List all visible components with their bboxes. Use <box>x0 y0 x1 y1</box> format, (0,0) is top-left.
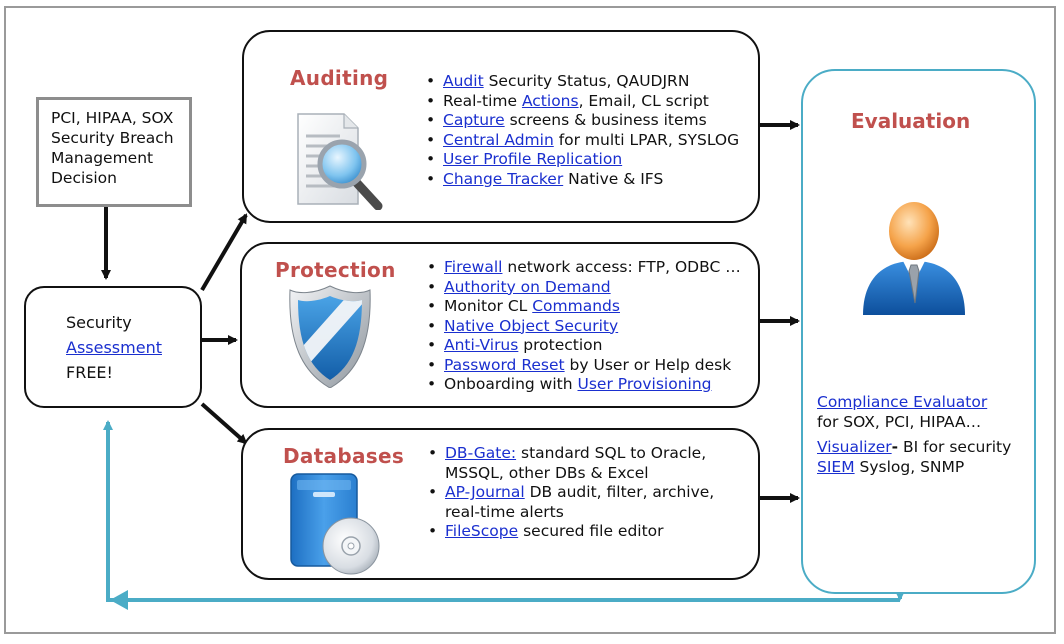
db-gate-link[interactable]: DB-Gate: <box>445 444 517 462</box>
list-item: FileScope secured file editor <box>426 522 714 542</box>
list-item: AP-Journal DB audit, filter, archive,rea… <box>426 483 714 522</box>
siem-text: Syslog, SNMP <box>854 457 965 476</box>
commands-link[interactable]: Commands <box>532 297 620 315</box>
shield-icon <box>289 285 371 388</box>
protection-list: Firewall network access: FTP, ODBC … Aut… <box>425 258 741 395</box>
item-text: Native & IFS <box>563 169 664 188</box>
authority-on-demand-link[interactable]: Authority on Demand <box>444 277 611 296</box>
visualizer-link[interactable]: Visualizer <box>817 438 892 456</box>
evaluation-panel: Evaluation Compliance Evaluator for SOX,… <box>801 69 1036 594</box>
compliance-text: for SOX, PCI, HIPAA… <box>817 412 982 431</box>
list-item: Change Tracker Native & IFS <box>424 170 739 190</box>
native-object-security-link[interactable]: Native Object Security <box>444 316 619 335</box>
evaluation-title: Evaluation <box>851 109 971 133</box>
list-item: DB-Gate: standard SQL to Oracle,MSSQL, o… <box>426 444 714 483</box>
auditing-panel: Auditing Audit Security Status, QAUDJRN … <box>242 30 760 223</box>
driver-line: PCI, HIPAA, SOX <box>51 109 174 127</box>
ap-journal-link[interactable]: AP-Journal <box>445 483 525 501</box>
item-text: MSSQL, other DBs & Excel <box>445 463 649 482</box>
evaluation-text: Compliance Evaluator for SOX, PCI, HIPAA… <box>817 393 1012 476</box>
assessment-label: Security <box>66 313 132 332</box>
databases-panel: Databases DB-Gate: standard SQL to Oracl… <box>241 428 760 580</box>
diagram-frame <box>4 6 1056 634</box>
magnifier-document-icon <box>297 113 383 210</box>
list-item: Monitor CL Commands <box>425 297 741 317</box>
audit-link[interactable]: Audit <box>443 72 484 90</box>
firewall-link[interactable]: Firewall <box>444 258 503 276</box>
change-tracker-link[interactable]: Change Tracker <box>443 169 564 188</box>
item-text: protection <box>518 336 603 354</box>
assessment-link[interactable]: Assessment <box>66 338 162 357</box>
anti-virus-link[interactable]: Anti-Virus <box>444 336 519 354</box>
protection-title: Protection <box>275 258 396 282</box>
compliance-evaluator-link[interactable]: Compliance Evaluator <box>817 393 988 411</box>
databases-title: Databases <box>283 444 405 468</box>
item-text: for multi LPAR, SYSLOG <box>553 130 740 149</box>
item-text: secured file editor <box>518 522 664 540</box>
driver-line: Management <box>51 149 154 167</box>
item-text: Real-time <box>443 91 522 110</box>
list-item: Firewall network access: FTP, ODBC … <box>425 258 741 278</box>
driver-line: Decision <box>51 169 117 187</box>
drivers-box: PCI, HIPAA, SOX Security Breach Manageme… <box>36 97 192 207</box>
actions-link[interactable]: Actions <box>521 91 579 110</box>
list-item: Authority on Demand <box>425 278 741 298</box>
list-item: Password Reset by User or Help desk <box>425 356 741 376</box>
item-text: real-time alerts <box>445 502 564 521</box>
visualizer-text: BI for security <box>898 438 1012 456</box>
driver-line: Security Breach <box>51 129 174 147</box>
auditing-list: Audit Security Status, QAUDJRN Real-time… <box>424 72 739 189</box>
central-admin-link[interactable]: Central Admin <box>443 130 554 149</box>
user-provisioning-link[interactable]: User Provisioning <box>577 375 712 393</box>
protection-panel: Protection Firewall network access: FTP,… <box>240 242 760 408</box>
item-text: , Email, CL script <box>578 91 709 110</box>
item-text: DB audit, filter, archive, <box>524 483 715 501</box>
list-item: Real-time Actions, Email, CL script <box>424 92 739 112</box>
list-item: Audit Security Status, QAUDJRN <box>424 72 739 92</box>
feedback-loop-line <box>103 420 900 602</box>
list-item: Central Admin for multi LPAR, SYSLOG <box>424 131 739 151</box>
arrow-assessment-to-auditing <box>200 213 248 292</box>
list-item: Anti-Virus protection <box>425 336 741 356</box>
user-profile-replication-link[interactable]: User Profile Replication <box>443 150 623 168</box>
item-text: network access: FTP, ODBC … <box>502 258 741 276</box>
filescope-link[interactable]: FileScope <box>445 522 519 540</box>
user-avatar-icon <box>863 202 965 315</box>
security-assessment-box: Security Assessment FREE! <box>24 286 202 408</box>
feedback-left-arrowhead <box>110 590 128 610</box>
item-text: screens & business items <box>504 111 707 129</box>
arrow-assessment-to-databases <box>200 402 248 445</box>
password-reset-link[interactable]: Password Reset <box>444 355 565 374</box>
database-disc-icon <box>290 473 380 575</box>
list-item: Native Object Security <box>425 317 741 337</box>
item-text: Onboarding with <box>444 375 578 393</box>
list-item: Capture screens & business items <box>424 111 739 131</box>
siem-link[interactable]: SIEM <box>817 457 855 476</box>
list-item: Onboarding with User Provisioning <box>425 375 741 395</box>
item-text: Security Status, QAUDJRN <box>483 72 690 90</box>
list-item: User Profile Replication <box>424 150 739 170</box>
capture-link[interactable]: Capture <box>443 111 505 129</box>
item-text: Monitor CL <box>444 297 533 315</box>
assessment-free-label: FREE! <box>66 363 113 382</box>
item-text: by User or Help desk <box>564 355 732 374</box>
databases-list: DB-Gate: standard SQL to Oracle,MSSQL, o… <box>426 444 714 542</box>
auditing-title: Auditing <box>290 66 389 90</box>
item-text: standard SQL to Oracle, <box>516 444 707 462</box>
